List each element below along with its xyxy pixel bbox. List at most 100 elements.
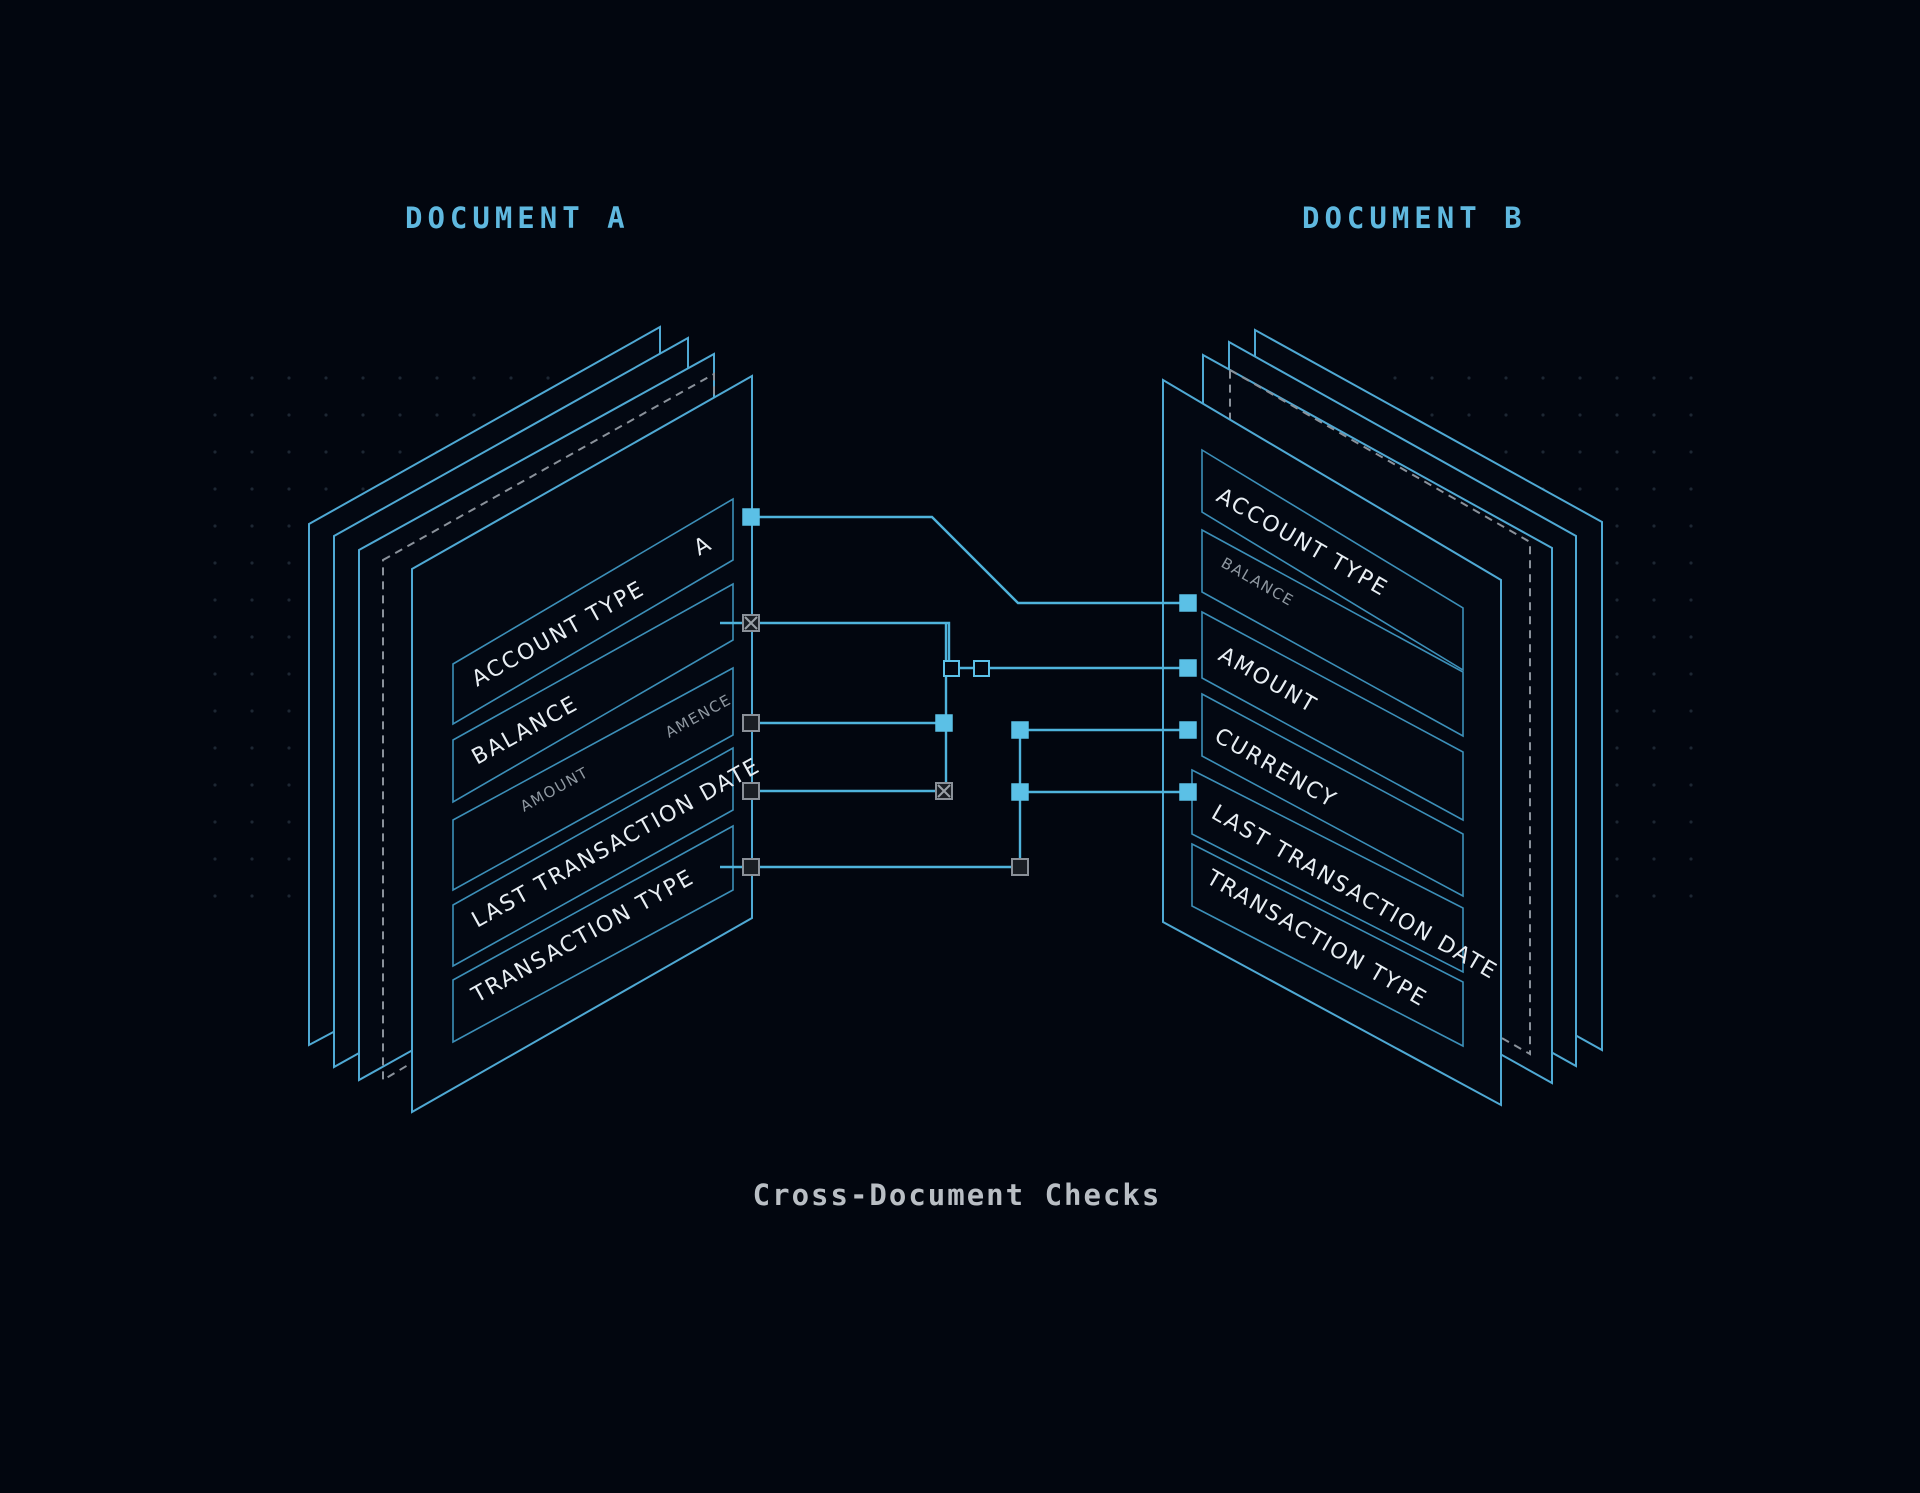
background-dot <box>324 450 328 454</box>
background-dot <box>287 413 291 417</box>
background-dot <box>287 487 291 491</box>
background-dot <box>1689 746 1693 750</box>
background-dot <box>1430 413 1434 417</box>
background-dot <box>472 376 476 380</box>
document-b-field-box-amount <box>1201 610 1464 822</box>
document-a-front-page <box>411 374 753 1114</box>
background-dot <box>1689 820 1693 824</box>
background-dot <box>361 487 365 491</box>
background-dot <box>435 413 439 417</box>
background-dot <box>1615 598 1619 602</box>
background-dot <box>213 635 217 639</box>
background-dot <box>1652 783 1656 787</box>
document-a-field-box-amount <box>452 666 734 892</box>
background-dot <box>1689 783 1693 787</box>
document-b-front-page <box>1162 378 1502 1107</box>
document-b-field-box-currency <box>1201 692 1464 898</box>
background-dot <box>287 672 291 676</box>
background-dot <box>1430 376 1434 380</box>
background-dot <box>213 487 217 491</box>
background-dot <box>1615 746 1619 750</box>
background-dot <box>287 635 291 639</box>
background-dot <box>213 783 217 787</box>
background-dot <box>213 413 217 417</box>
background-dot <box>1652 635 1656 639</box>
background-dot <box>324 487 328 491</box>
background-dot <box>250 894 254 898</box>
background-dot <box>250 746 254 750</box>
background-dot <box>287 561 291 565</box>
background-dot <box>1541 413 1545 417</box>
node-a-balance-x-mark-2 <box>744 616 758 630</box>
background-dot <box>250 376 254 380</box>
document-b-stack: ACCOUNT TYPE BALANCE AMOUNT CURRENCY LAS… <box>1162 328 1603 1107</box>
background-dot <box>213 598 217 602</box>
background-dot <box>213 561 217 565</box>
background-dot <box>213 524 217 528</box>
background-dot <box>1615 376 1619 380</box>
background-dot <box>1578 450 1582 454</box>
background-dot <box>1504 413 1508 417</box>
background-dot <box>1689 524 1693 528</box>
background-dot <box>1615 672 1619 676</box>
background-dot <box>1615 894 1619 898</box>
background-dot <box>1652 450 1656 454</box>
background-dot <box>324 413 328 417</box>
background-dot <box>1652 709 1656 713</box>
node-a-amount <box>742 714 760 732</box>
document-a-title: DOCUMENT A <box>405 201 630 235</box>
background-dot <box>1541 450 1545 454</box>
node-middle-last-date-match <box>1011 783 1029 801</box>
background-dot <box>1615 524 1619 528</box>
document-a-field-box-transaction-type <box>452 824 734 1044</box>
background-dot <box>1689 635 1693 639</box>
document-a-stack: ACCOUNT TYPE BALANCE AMOUNT AMENCE LAST … <box>308 325 765 1114</box>
background-dot <box>287 783 291 787</box>
background-dot <box>361 413 365 417</box>
background-dot <box>250 524 254 528</box>
background-dot <box>1689 598 1693 602</box>
background-dot <box>213 820 217 824</box>
node-b-currency-match <box>1179 721 1197 739</box>
diagram-caption: Cross-Document Checks <box>753 1178 1162 1212</box>
background-dot <box>1615 561 1619 565</box>
background-dot <box>287 524 291 528</box>
node-a-account-type-match <box>742 508 760 526</box>
node-b-last-transaction-date-match <box>1179 783 1197 801</box>
background-dot <box>287 857 291 861</box>
connector-wires <box>720 515 1188 869</box>
document-b-title: DOCUMENT B <box>1302 201 1527 235</box>
background-dot <box>1615 635 1619 639</box>
background-dot <box>213 857 217 861</box>
background-dot <box>287 709 291 713</box>
background-dot <box>546 376 550 380</box>
background-dot <box>213 376 217 380</box>
background-dot <box>1689 672 1693 676</box>
background-dot <box>250 709 254 713</box>
background-dot <box>1689 376 1693 380</box>
background-dot <box>1652 376 1656 380</box>
background-dot <box>250 857 254 861</box>
background-dot <box>1615 709 1619 713</box>
background-dot <box>250 487 254 491</box>
background-dot <box>1652 746 1656 750</box>
background-dot <box>250 820 254 824</box>
wire-balance-amount <box>720 621 1188 670</box>
background-dot <box>1615 820 1619 824</box>
document-b-field-box-balance <box>1201 528 1464 738</box>
background-dot <box>1467 376 1471 380</box>
background-dot <box>287 376 291 380</box>
background-dot <box>1615 783 1619 787</box>
background-dot <box>1541 376 1545 380</box>
background-dot <box>287 820 291 824</box>
background-dot <box>1393 376 1397 380</box>
background-dot <box>1689 561 1693 565</box>
node-middle-transaction-type <box>1011 858 1029 876</box>
document-a-field-box-balance <box>452 582 734 804</box>
background-dot <box>1578 413 1582 417</box>
background-dot <box>1652 820 1656 824</box>
wire-account-type <box>751 515 1188 605</box>
node-middle-currency-match <box>1011 721 1029 739</box>
node-middle-date-x-mark-2 <box>937 784 951 798</box>
background-dot <box>1467 413 1471 417</box>
